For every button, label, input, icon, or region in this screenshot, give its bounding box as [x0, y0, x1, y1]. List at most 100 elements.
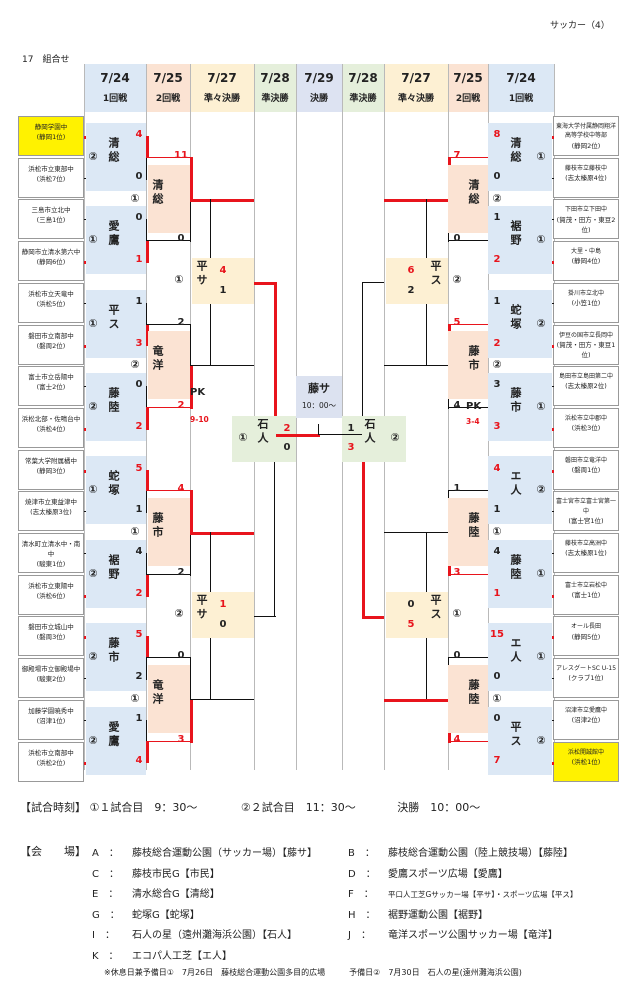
team-seed: (志太榛原4位) [565, 173, 607, 182]
venue-item: J ：竜洋スポーツ公園サッカー場【竜洋】 [348, 926, 558, 941]
team-name: 富士宮市立富士宮第一中 [555, 498, 616, 515]
venue-key: H ： [348, 909, 376, 921]
score-top: 1 [135, 712, 143, 724]
bracket-line [190, 198, 254, 202]
team-seed: (磐周2位) [36, 341, 66, 350]
match-number: ① [492, 691, 502, 705]
team-seed: (富士2位) [36, 383, 66, 392]
venue-item: A ：藤枝総合運動公園（サッカー場）【藤サ】 [92, 844, 317, 859]
match-number: ② [174, 606, 184, 620]
team-seed: (沼津1位) [36, 716, 66, 725]
column-divider [448, 64, 449, 770]
bracket-line [254, 615, 276, 617]
round-date: 7/27 [207, 71, 237, 85]
time-first: ①１試合目 9：30～ [89, 801, 198, 814]
score-top: 1 [219, 598, 227, 610]
team-name: 伊豆の国市立長岡中 [558, 331, 613, 339]
score-bottom: 0 [219, 618, 227, 630]
match-number: ① [88, 316, 98, 330]
team-seed: (浜松2位) [36, 758, 66, 767]
venue-code: 藤陸 [509, 553, 522, 582]
bracket-line [384, 198, 448, 202]
bracket-line [146, 490, 147, 514]
venue-code: 蛇塚 [107, 470, 120, 499]
team-name: 加藤学園暁秀中 [28, 706, 74, 715]
venue-name: 愛鷹スポーツ広場【愛鷹】 [388, 868, 508, 880]
bracket-line [190, 698, 254, 700]
venue-name: 藤枝総合運動公園（陸上競技場）【藤陸】 [388, 848, 573, 859]
venue-code: 藤陸 [467, 678, 480, 707]
match-bg [488, 122, 552, 191]
score-bottom: 1 [135, 504, 143, 516]
venue-key: G ： [92, 909, 120, 921]
team-name: 富士市立岩松中 [564, 581, 607, 589]
score-bottom: 2 [135, 420, 143, 432]
round-name: 準決勝 [349, 94, 377, 104]
venue-code: 平ス [429, 259, 442, 288]
team-name: 藤枝市立藤枝中 [564, 164, 607, 172]
score-bottom: 0 [177, 233, 185, 245]
team-box: 下田市立下田中(賀茂・田方・東豆2位) [553, 199, 619, 240]
team-name: 藤枝市立高洲中 [564, 540, 607, 547]
match-bg [448, 498, 488, 567]
score-bottom: 2 [493, 337, 501, 349]
score-bottom: 2 [177, 566, 185, 578]
center-match-time: 10：00～ [301, 401, 337, 410]
round-date: 7/27 [401, 71, 431, 85]
team-seed: (浜松3位) [571, 424, 601, 433]
team-name: 常葉大学附属橘中 [25, 456, 77, 465]
column-divider [190, 64, 191, 770]
bracket-line [146, 553, 147, 574]
match-bg [448, 164, 488, 233]
match-number: ① [492, 525, 502, 539]
bracket-line [448, 657, 488, 659]
round-name: 2回戦 [455, 94, 481, 104]
venue-name: 石人の星（遠州灘海浜公園）【石人】 [132, 930, 297, 941]
team-seed: (浜松5位) [36, 299, 66, 308]
match-bg [192, 257, 254, 304]
column-divider [84, 64, 85, 770]
match-bg [148, 498, 190, 567]
venue-name: 藤枝市民G【市民】 [132, 868, 220, 880]
pk-label: PK [466, 401, 482, 413]
match-number: ② [88, 733, 98, 747]
bracket-line [190, 698, 193, 743]
time-final: 決勝 10：00～ [397, 801, 481, 814]
team-seed: (磐周3位) [36, 633, 66, 642]
team-seed: (静岡2位) [571, 141, 601, 150]
team-seed: (富士1位) [571, 590, 601, 599]
match-number: ② [492, 191, 502, 205]
score-bottom: 3 [347, 442, 355, 453]
team-seed: (志太榛原2位) [565, 382, 607, 391]
team-box: 静岡市立清水第六中(静岡6位) [18, 241, 84, 282]
match-number: ② [88, 400, 98, 414]
venue-code: 竜洋 [151, 678, 164, 707]
match-number: ① [536, 566, 546, 580]
match-number: ① [88, 233, 98, 247]
team-name: 焼津市立東益津中 [25, 498, 77, 507]
bracket-line [362, 615, 384, 619]
venue-key: A ： [92, 848, 119, 859]
bracket-line [190, 490, 193, 533]
team-box: 浜松北部・佐鳴台中(浜松4位) [18, 407, 84, 448]
score-bottom: 1 [219, 284, 227, 296]
round-date: 7/28 [348, 71, 378, 85]
bracket-line [448, 740, 488, 742]
score-top: 1 [135, 295, 143, 307]
team-seed: (賀茂・田方・東豆2位) [556, 215, 616, 234]
score-top: 3 [493, 379, 501, 391]
team-name: 静岡市立清水第六中 [21, 248, 81, 257]
score-bottom: 2 [493, 254, 501, 266]
team-box: 静岡学園中(静岡1位) [18, 116, 84, 156]
round-name: 2回戦 [155, 94, 181, 104]
score-bottom: 1 [493, 504, 501, 516]
bracket-line [190, 532, 191, 576]
team-name: オール長田 [570, 623, 601, 631]
team-box: 加藤学園暁秀中(沼津1位) [18, 699, 84, 740]
center-match-box: 藤サ 10：00～ [296, 376, 342, 418]
team-name: 磐田市立竜洋中 [564, 456, 607, 464]
team-name: アレスグートSC U-15 [555, 665, 617, 673]
center-match-venue: 藤サ [308, 382, 330, 395]
